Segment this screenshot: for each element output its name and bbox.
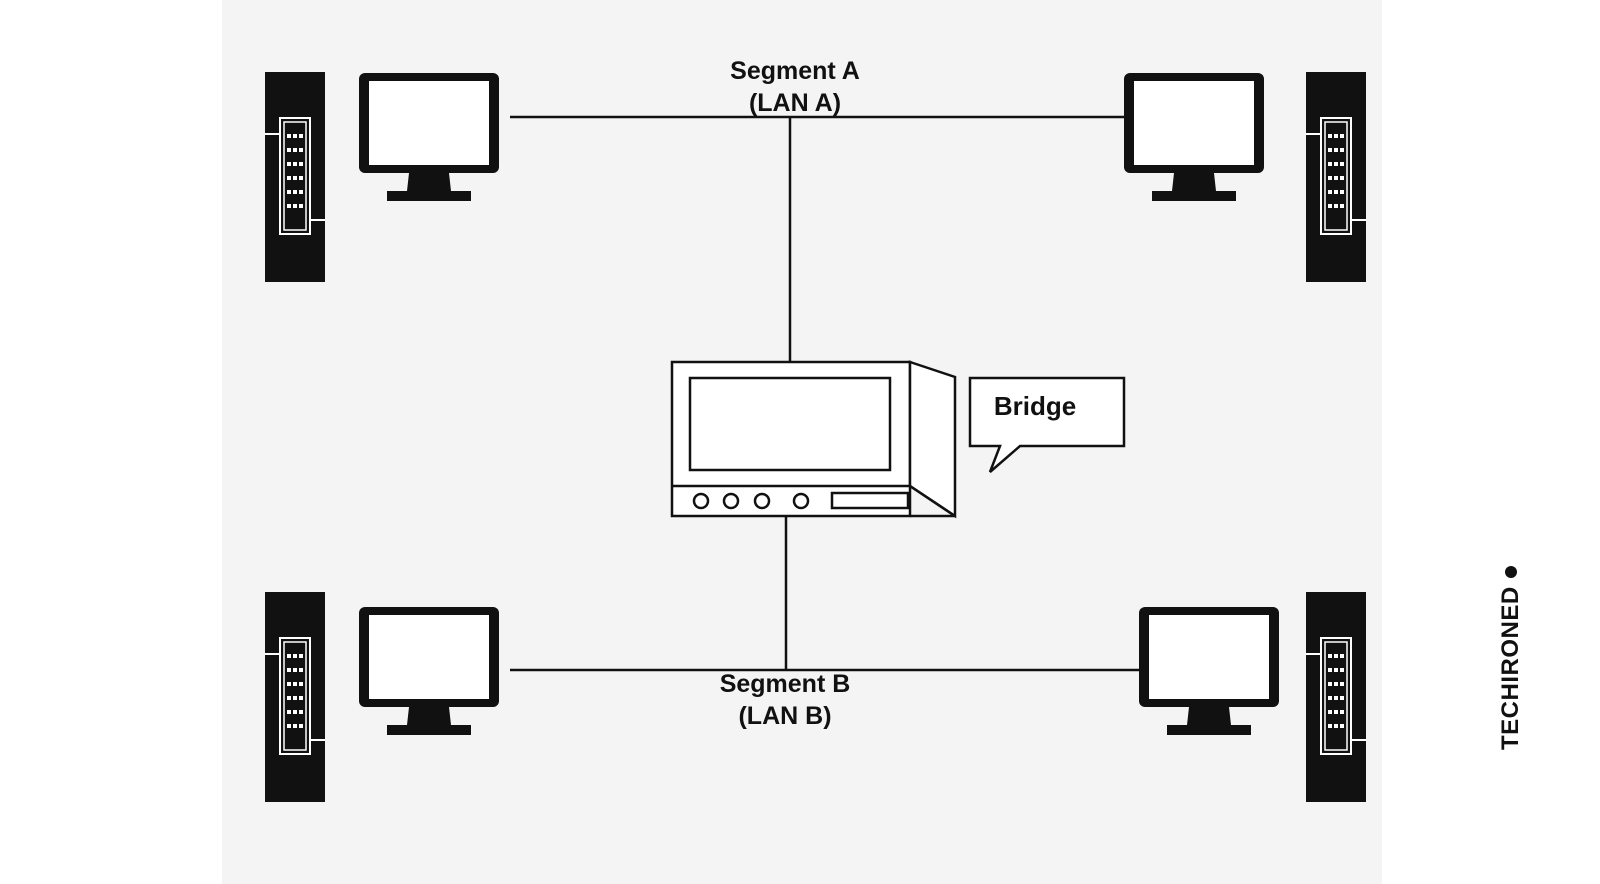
segment-a-lan: (LAN A): [748, 89, 842, 117]
computer-monitor-icon: [359, 73, 499, 201]
bridge-device-icon: [670, 360, 957, 519]
network-links: [510, 115, 1140, 672]
tower-pc-icon: [1305, 71, 1367, 283]
brand-watermark: TECHIRONED: [1496, 550, 1526, 750]
tower-pc-icon: [264, 71, 326, 283]
brand-text: TECHIRONED: [1497, 586, 1524, 750]
computer-monitor-icon: [1124, 73, 1264, 201]
segment-b-name: Segment B: [719, 670, 851, 698]
brand-dot-icon: [1505, 566, 1517, 579]
speech-bubble-icon: [968, 376, 1126, 473]
segment-b-lan: (LAN B): [738, 702, 832, 730]
segment-b-label: Segment B (LAN B): [680, 668, 890, 732]
tower-pc-icon: [264, 591, 326, 803]
computer-monitor-icon: [359, 607, 499, 735]
tower-pc-icon: [1305, 591, 1367, 803]
segment-a-label: Segment A (LAN A): [690, 55, 900, 119]
segment-a-name: Segment A: [730, 57, 860, 85]
computer-monitor-icon: [1139, 607, 1279, 735]
bridge-label: Bridge: [993, 391, 1077, 421]
